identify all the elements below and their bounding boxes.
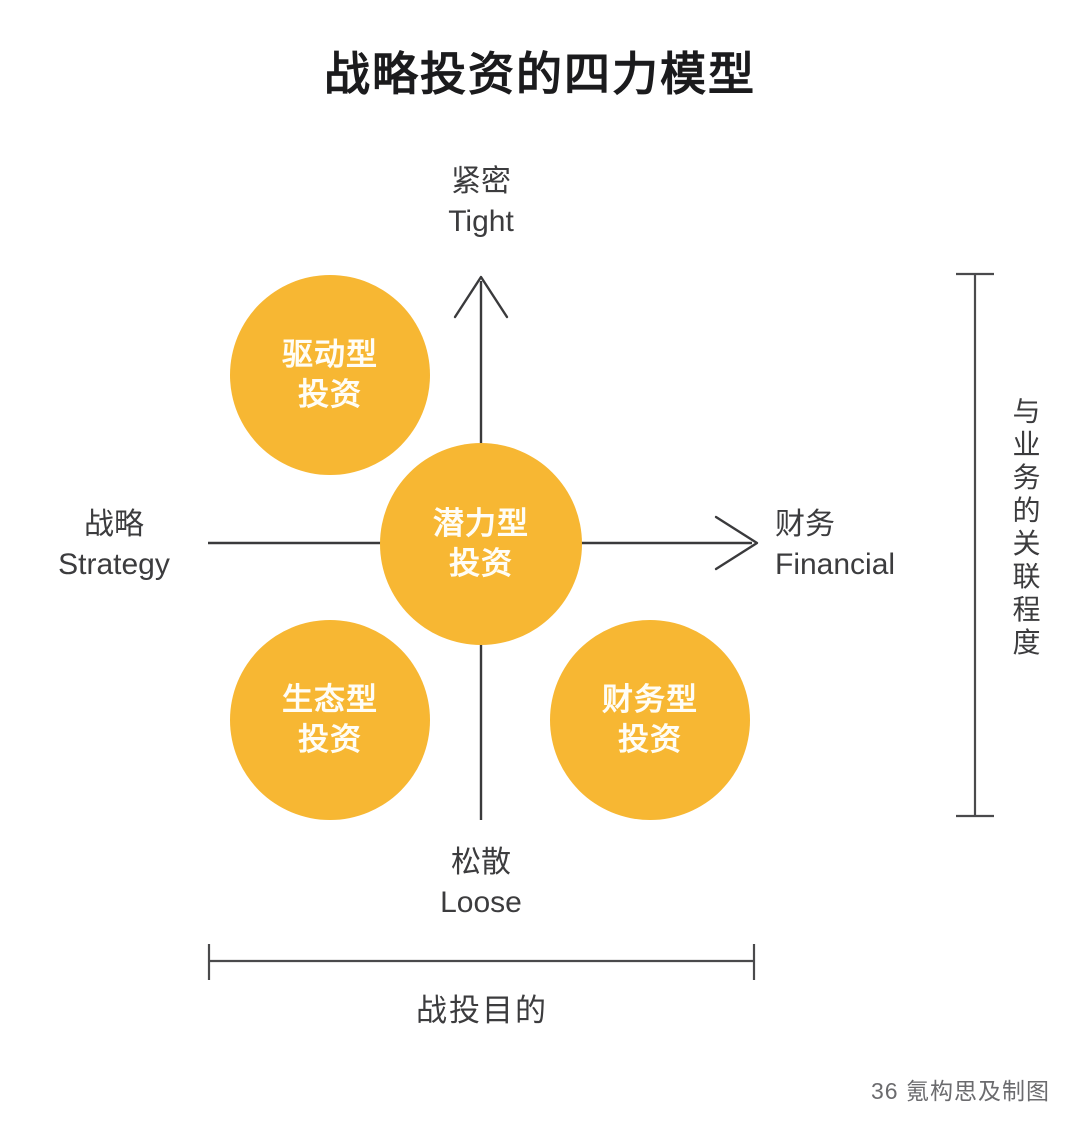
bubble-potential-investment[interactable]: 潜力型 投资 (380, 443, 582, 645)
bubble-driver-line2: 投资 (298, 377, 362, 412)
axis-label-bottom: 松散 Loose (400, 843, 562, 923)
bubble-potential-line1: 潜力型 (433, 506, 529, 542)
right-bracket-char-0: 与 (1012, 396, 1042, 427)
bubble-fin-line1: 财务型 (602, 682, 698, 718)
axis-label-left: 战略 Strategy (34, 505, 194, 585)
bubble-fin-line2: 投资 (618, 722, 682, 757)
bubble-driver-line1: 驱动型 (282, 337, 378, 373)
bubble-eco-line1: 生态型 (282, 682, 378, 718)
right-bracket-char-1: 业 (1012, 429, 1042, 461)
right-bracket-char-7: 度 (1012, 627, 1042, 659)
axis-label-top: 紧密 Tight (400, 162, 562, 242)
right-bracket-char-5: 联 (1012, 561, 1042, 593)
axis-label-right-cn: 财务 (775, 508, 835, 541)
right-bracket-label: 与 业 务 的 关 联 程 度 (1006, 395, 1048, 659)
axis-label-left-cn: 战略 (84, 508, 144, 541)
axis-label-top-en: Tight (448, 204, 514, 238)
bubble-financial-investment[interactable]: 财务型 投资 (550, 620, 750, 820)
axis-label-bottom-en: Loose (440, 885, 522, 919)
right-bracket-char-4: 关 (1012, 528, 1042, 560)
vertical-axis-arrowhead (453, 275, 509, 319)
page-title: 战略投资的四力模型 (324, 48, 756, 100)
axis-label-left-en: Strategy (58, 547, 170, 581)
right-bracket-char-6: 程 (1012, 594, 1042, 626)
bubble-eco-line2: 投资 (298, 722, 362, 757)
right-bracket-char-2: 务 (1012, 462, 1042, 494)
axis-label-top-cn: 紧密 (451, 165, 511, 198)
axis-label-bottom-cn: 松散 (451, 846, 511, 879)
bubble-ecosystem-investment[interactable]: 生态型 投资 (230, 620, 430, 820)
axis-label-right-en: Financial (775, 547, 896, 581)
horizontal-axis-arrowhead (714, 515, 759, 571)
bubble-potential-line2: 投资 (449, 546, 513, 581)
right-bracket-char-3: 的 (1012, 495, 1042, 527)
bottom-bracket-label: 战投目的 (416, 993, 548, 1028)
credit-text: 36 氪构思及制图 (871, 1078, 1050, 1104)
bubble-driver-investment[interactable]: 驱动型 投资 (230, 275, 430, 475)
axis-label-right: 财务 Financial (775, 505, 950, 585)
